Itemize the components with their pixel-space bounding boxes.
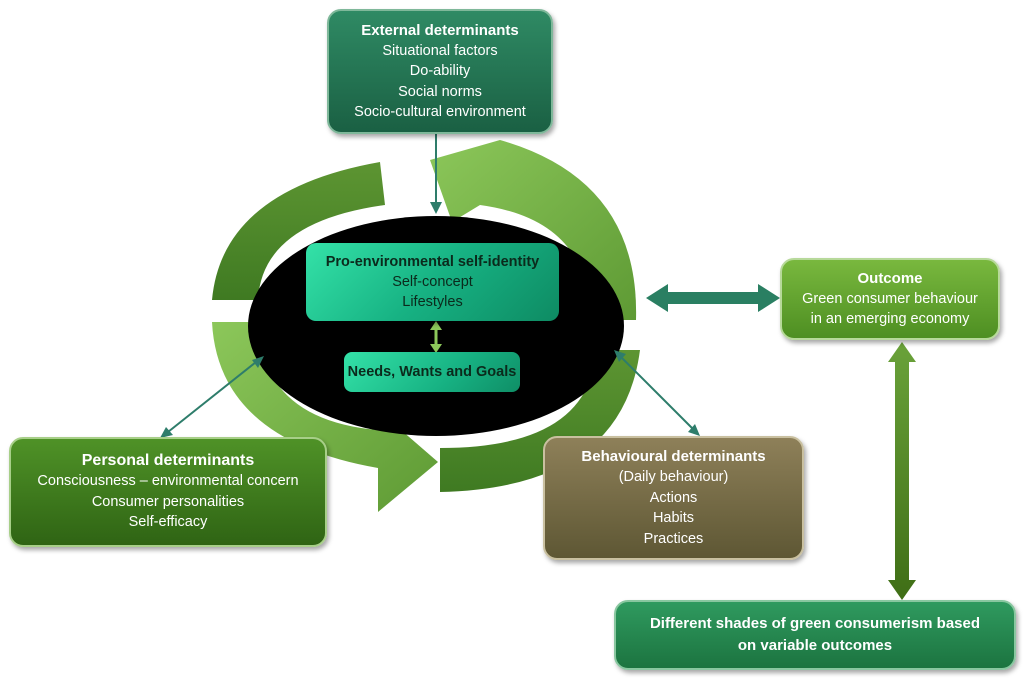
personal-determinants-box: Personal determinants Consciousness – en… (9, 437, 327, 547)
inner-connector-arrowhead-down (430, 344, 442, 353)
behavioural-line-2: Actions (649, 489, 698, 506)
behavioural-connector-line (619, 355, 695, 431)
external-determinants-title: External determinants (361, 21, 519, 39)
outcome-line-1: Green consumer behaviour (802, 290, 978, 307)
needs-wants-goals-box: Needs, Wants and Goals (344, 352, 520, 392)
behavioural-line-4: Practices (643, 530, 704, 547)
external-line-4: Socio-cultural environment (354, 104, 526, 120)
self-identity-line-2: Lifestyles (402, 294, 463, 310)
behavioural-connector-arrowhead-a (614, 350, 626, 362)
shades-double-arrow (888, 342, 916, 600)
personal-line-3: Self-efficacy (128, 514, 208, 531)
ring-arrow-left (212, 162, 385, 300)
green-shades-line-2: on variable outcomes (737, 637, 893, 654)
outcome-double-arrow (646, 284, 780, 312)
behavioural-determinants-title: Behavioural determinants (581, 448, 766, 465)
behavioural-line-3: Habits (652, 510, 695, 526)
self-identity-line-1: Self-concept (392, 273, 473, 290)
outcome-box: Outcome Green consumer behaviour in an e… (780, 258, 1000, 340)
personal-connector-line (167, 361, 257, 433)
external-determinants-box: External determinants Situational factor… (327, 9, 553, 134)
behavioural-determinants-box: Behavioural determinants (Daily behaviou… (543, 436, 804, 560)
behavioural-connector-arrowhead-b (688, 424, 700, 436)
green-shades-box: Different shades of green consumerism ba… (614, 600, 1016, 670)
green-shades-line-1: Different shades of green consumerism ba… (649, 615, 981, 632)
outcome-line-2: in an emerging economy (810, 311, 970, 327)
needs-wants-goals-title: Needs, Wants and Goals (347, 364, 517, 380)
external-line-2: Do-ability (409, 63, 471, 79)
inner-connector-arrowhead-up (430, 321, 442, 330)
personal-connector-arrowhead-a (160, 427, 173, 438)
self-identity-box: Pro-environmental self-identity Self-con… (306, 243, 559, 321)
behavioural-line-1: (Daily behaviour) (618, 469, 729, 485)
self-identity-title: Pro-environmental self-identity (325, 253, 540, 270)
personal-line-2: Consumer personalities (91, 493, 245, 510)
external-line-3: Social norms (398, 83, 482, 100)
personal-connector-arrowhead-b (252, 356, 264, 368)
personal-determinants-title: Personal determinants (81, 452, 255, 470)
personal-line-1: Consciousness – environmental concern (37, 473, 299, 490)
external-line-1: Situational factors (382, 42, 498, 59)
outcome-title: Outcome (857, 269, 923, 287)
external-connector-arrowhead (430, 202, 442, 214)
